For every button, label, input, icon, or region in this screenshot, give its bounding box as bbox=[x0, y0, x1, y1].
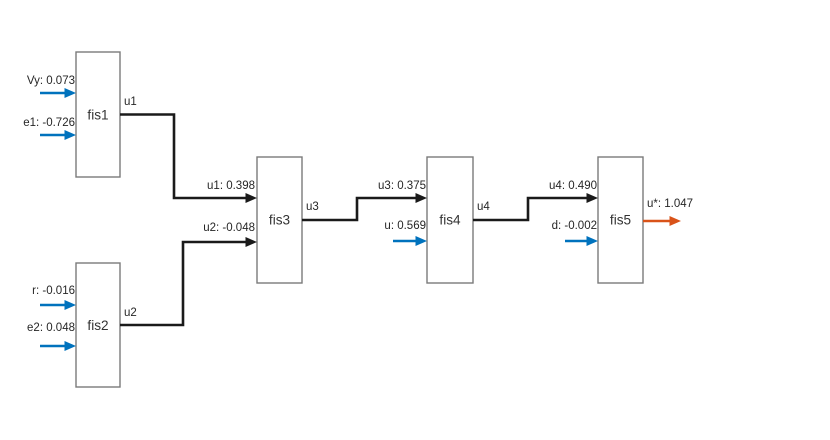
input-arrow-d-icon bbox=[586, 236, 598, 246]
fis1-input1-value-label: Vy: 0.073 bbox=[27, 75, 75, 87]
connector-u4-line bbox=[473, 196, 587, 222]
fis2-output-port-label: u2 bbox=[124, 307, 137, 319]
fis4-input2-value-label: u: 0.569 bbox=[384, 220, 426, 232]
input-arrow-e2-icon bbox=[64, 341, 76, 351]
input-arrow-u-icon bbox=[415, 236, 427, 246]
fis1-output-port-label: u1 bbox=[124, 96, 137, 108]
fis5-block bbox=[597, 156, 644, 284]
connector-u1-arrowhead-icon bbox=[245, 193, 257, 203]
input-arrow-e1-icon bbox=[64, 130, 76, 140]
fis2-block bbox=[75, 262, 121, 388]
fis3-output-port-label: u3 bbox=[306, 201, 319, 213]
connector-u3-line bbox=[302, 196, 416, 222]
connector-u2-line bbox=[120, 240, 246, 327]
fis3-input1-value-label: u1: 0.398 bbox=[207, 180, 255, 192]
fis4-output-port-label: u4 bbox=[477, 201, 490, 213]
connector-u1-line bbox=[120, 113, 246, 200]
fis1-label: fis1 bbox=[87, 108, 108, 123]
fis1-block bbox=[75, 51, 121, 178]
fis5-input1-value-label: u4: 0.490 bbox=[549, 180, 597, 192]
connector-u2-arrowhead-icon bbox=[245, 237, 257, 247]
fis1-input2-value-label: e1: -0.726 bbox=[23, 117, 75, 129]
input-arrow-vy-icon bbox=[64, 88, 76, 98]
fis5-input2-value-label: d: -0.002 bbox=[552, 220, 597, 232]
fis5-output-value-label: u*: 1.047 bbox=[647, 198, 693, 210]
connector-u4-arrowhead-icon bbox=[586, 193, 598, 203]
fis3-block bbox=[256, 156, 303, 284]
fis3-label: fis3 bbox=[269, 213, 290, 228]
output-arrow-ustar-icon bbox=[669, 216, 681, 226]
fis5-label: fis5 bbox=[610, 213, 631, 228]
connector-u3-arrowhead-icon bbox=[415, 193, 427, 203]
fis4-input1-value-label: u3: 0.375 bbox=[378, 180, 426, 192]
fis2-input1-value-label: r: -0.016 bbox=[32, 285, 75, 297]
fis2-input2-value-label: e2: 0.048 bbox=[27, 322, 75, 334]
input-arrow-r-icon bbox=[64, 300, 76, 310]
fis4-label: fis4 bbox=[439, 213, 461, 228]
fis2-label: fis2 bbox=[87, 318, 108, 333]
fis3-input2-value-label: u2: -0.048 bbox=[203, 222, 255, 234]
